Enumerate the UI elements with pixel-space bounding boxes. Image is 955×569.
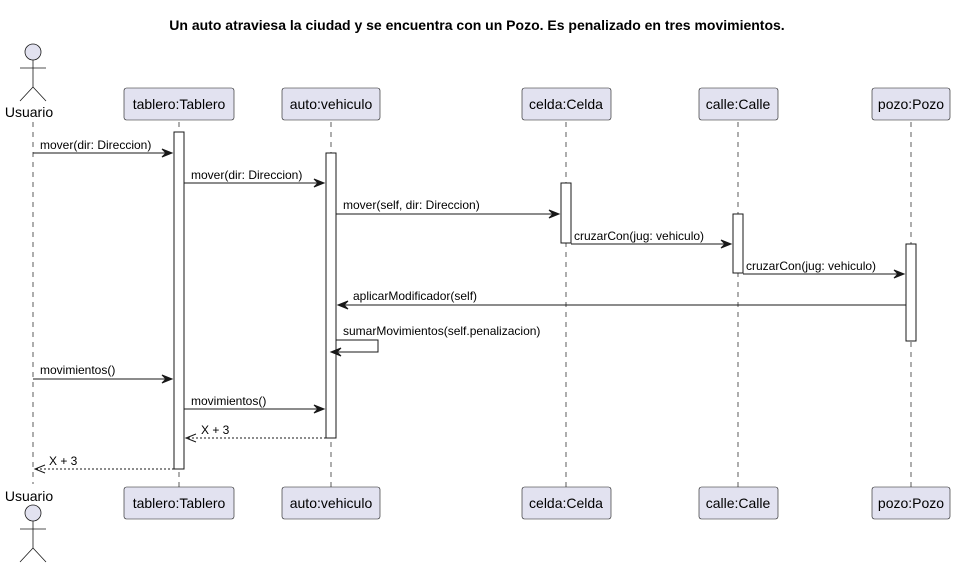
svg-text:celda:Celda: celda:Celda — [529, 495, 603, 511]
svg-text:tablero:Tablero: tablero:Tablero — [133, 495, 226, 511]
message-10-return: X + 3 — [184, 423, 326, 443]
message-label: cruzarCon(jug: vehiculo) — [746, 259, 876, 273]
svg-text:pozo:Pozo: pozo:Pozo — [878, 495, 944, 511]
activation-celda — [560, 182, 572, 244]
message-8: movimientos() — [33, 363, 174, 384]
svg-text:calle:Calle: calle:Calle — [706, 495, 771, 511]
participant-label-usuario-bottom: Usuario — [5, 488, 53, 504]
activation-auto — [325, 152, 337, 439]
message-7-self: sumarMovimientos(self.penalizacion) — [329, 324, 540, 357]
message-3: mover(self, dir: Direccion) — [336, 198, 561, 219]
participant-box-pozo-top: pozo:Pozo — [871, 87, 951, 121]
diagram-title: Un auto atraviesa la ciudad y se encuent… — [169, 17, 784, 33]
participant-box-auto-top: auto:vehiculo — [281, 87, 381, 121]
message-4: cruzarCon(jug: vehiculo) — [571, 229, 733, 249]
participant-box-calle-top: calle:Calle — [698, 87, 779, 121]
message-11-return: X + 3 — [33, 454, 174, 474]
message-label: movimientos() — [40, 363, 115, 377]
message-label: aplicarModificador(self) — [353, 289, 477, 303]
participant-box-tablero-bottom: tablero:Tablero — [123, 486, 235, 520]
actor-icon-top — [19, 43, 47, 102]
message-label: mover(dir: Direccion) — [191, 168, 302, 182]
participant-box-celda-top: celda:Celda — [521, 87, 612, 121]
message-label: X + 3 — [49, 454, 78, 468]
participant-label-celda: celda:Celda — [529, 96, 603, 112]
message-1: mover(dir: Direccion) — [33, 138, 174, 158]
participant-label-pozo: pozo:Pozo — [878, 96, 944, 112]
participant-label-usuario-top: Usuario — [5, 104, 53, 120]
activation-calle — [732, 213, 744, 274]
message-label: sumarMovimientos(self.penalizacion) — [343, 324, 540, 338]
message-label: mover(dir: Direccion) — [40, 138, 151, 152]
participant-box-calle-bottom: calle:Calle — [698, 486, 779, 520]
svg-text:auto:vehiculo: auto:vehiculo — [290, 495, 373, 511]
participant-label-calle: calle:Calle — [706, 96, 771, 112]
activation-pozo — [905, 243, 917, 342]
message-2: mover(dir: Direccion) — [184, 168, 326, 188]
activation-tablero — [173, 131, 185, 470]
message-label: cruzarCon(jug: vehiculo) — [574, 229, 704, 243]
message-5: cruzarCon(jug: vehiculo) — [743, 259, 906, 279]
message-label: X + 3 — [201, 423, 230, 437]
participant-box-tablero-top: tablero:Tablero — [123, 87, 235, 121]
participant-box-celda-bottom: celda:Celda — [521, 486, 612, 520]
participant-label-auto: auto:vehiculo — [290, 96, 373, 112]
message-6: aplicarModificador(self) — [336, 289, 906, 310]
participant-box-auto-bottom: auto:vehiculo — [281, 486, 381, 520]
participant-label-tablero: tablero:Tablero — [133, 96, 226, 112]
message-label: movimientos() — [191, 394, 266, 408]
message-9: movimientos() — [184, 394, 326, 414]
actor-icon-bottom — [19, 504, 47, 563]
participant-box-pozo-bottom: pozo:Pozo — [871, 486, 951, 520]
message-label: mover(self, dir: Direccion) — [343, 198, 480, 212]
